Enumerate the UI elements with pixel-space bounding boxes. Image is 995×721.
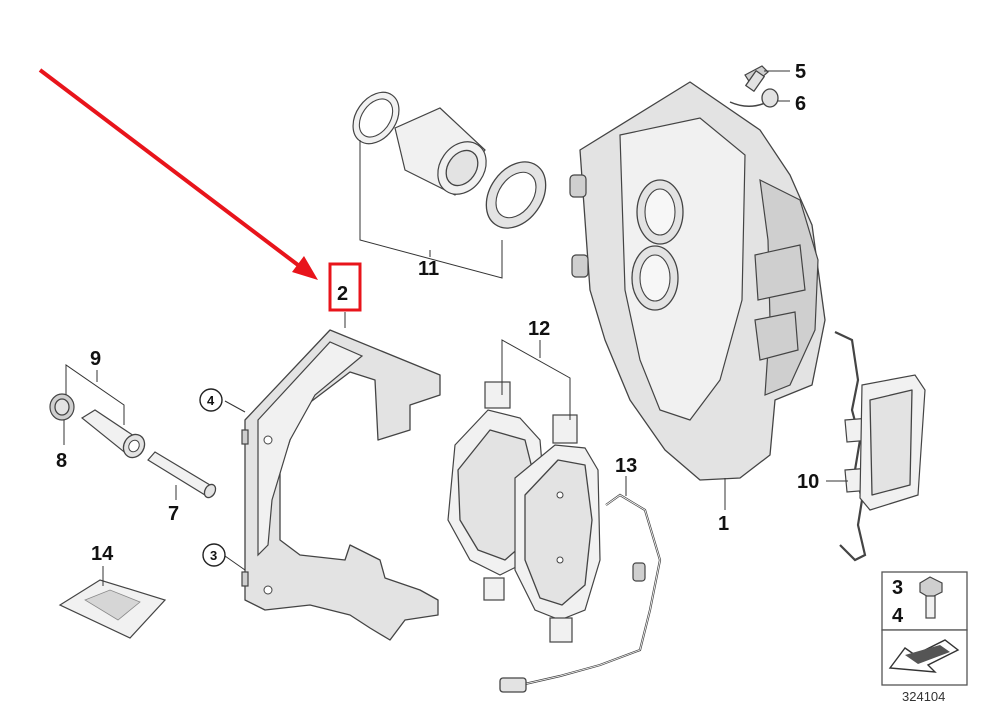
legend-box: 3 4 <box>881 571 968 686</box>
red-pointer-arrow <box>38 68 318 280</box>
caliper-carrier-bracket <box>241 329 441 641</box>
label-10: 10 <box>797 471 819 493</box>
label-6: 6 <box>795 93 806 115</box>
svg-text:4: 4 <box>207 393 215 408</box>
diagram-id: 324104 <box>902 689 945 704</box>
legend-label-4: 4 <box>892 605 904 627</box>
brake-caliper-housing <box>569 81 826 481</box>
anti-rattle-spring <box>834 331 926 562</box>
label-11: 11 <box>418 258 439 280</box>
bolt-icon <box>919 576 943 619</box>
svg-text:3: 3 <box>210 548 217 563</box>
seal-ring <box>352 91 400 145</box>
bleed-screw <box>744 65 769 92</box>
label-1: 1 <box>718 513 729 535</box>
brake-pad-inner <box>514 414 601 643</box>
label-2: 2 <box>337 283 348 305</box>
wear-sensor <box>499 493 662 693</box>
grease-packet <box>58 579 167 639</box>
label-8: 8 <box>56 450 67 472</box>
bleed-cap <box>729 88 779 108</box>
label-13: 13 <box>615 455 637 477</box>
label-9: 9 <box>90 348 101 370</box>
circled-label-3: 3 <box>202 543 226 567</box>
guide-bolt <box>147 451 217 499</box>
guide-sleeve-cap <box>49 393 75 421</box>
label-12: 12 <box>528 318 550 340</box>
guide-sleeve <box>80 409 146 459</box>
dust-boot <box>485 161 547 229</box>
label-14: 14 <box>91 543 114 565</box>
circled-label-4: 4 <box>199 388 223 412</box>
label-2-highlight-box <box>328 262 362 312</box>
legend-label-3: 3 <box>892 577 903 599</box>
label-7: 7 <box>168 503 179 525</box>
label-5: 5 <box>795 61 806 83</box>
mounting-direction-icon <box>888 639 960 673</box>
piston <box>394 107 487 196</box>
